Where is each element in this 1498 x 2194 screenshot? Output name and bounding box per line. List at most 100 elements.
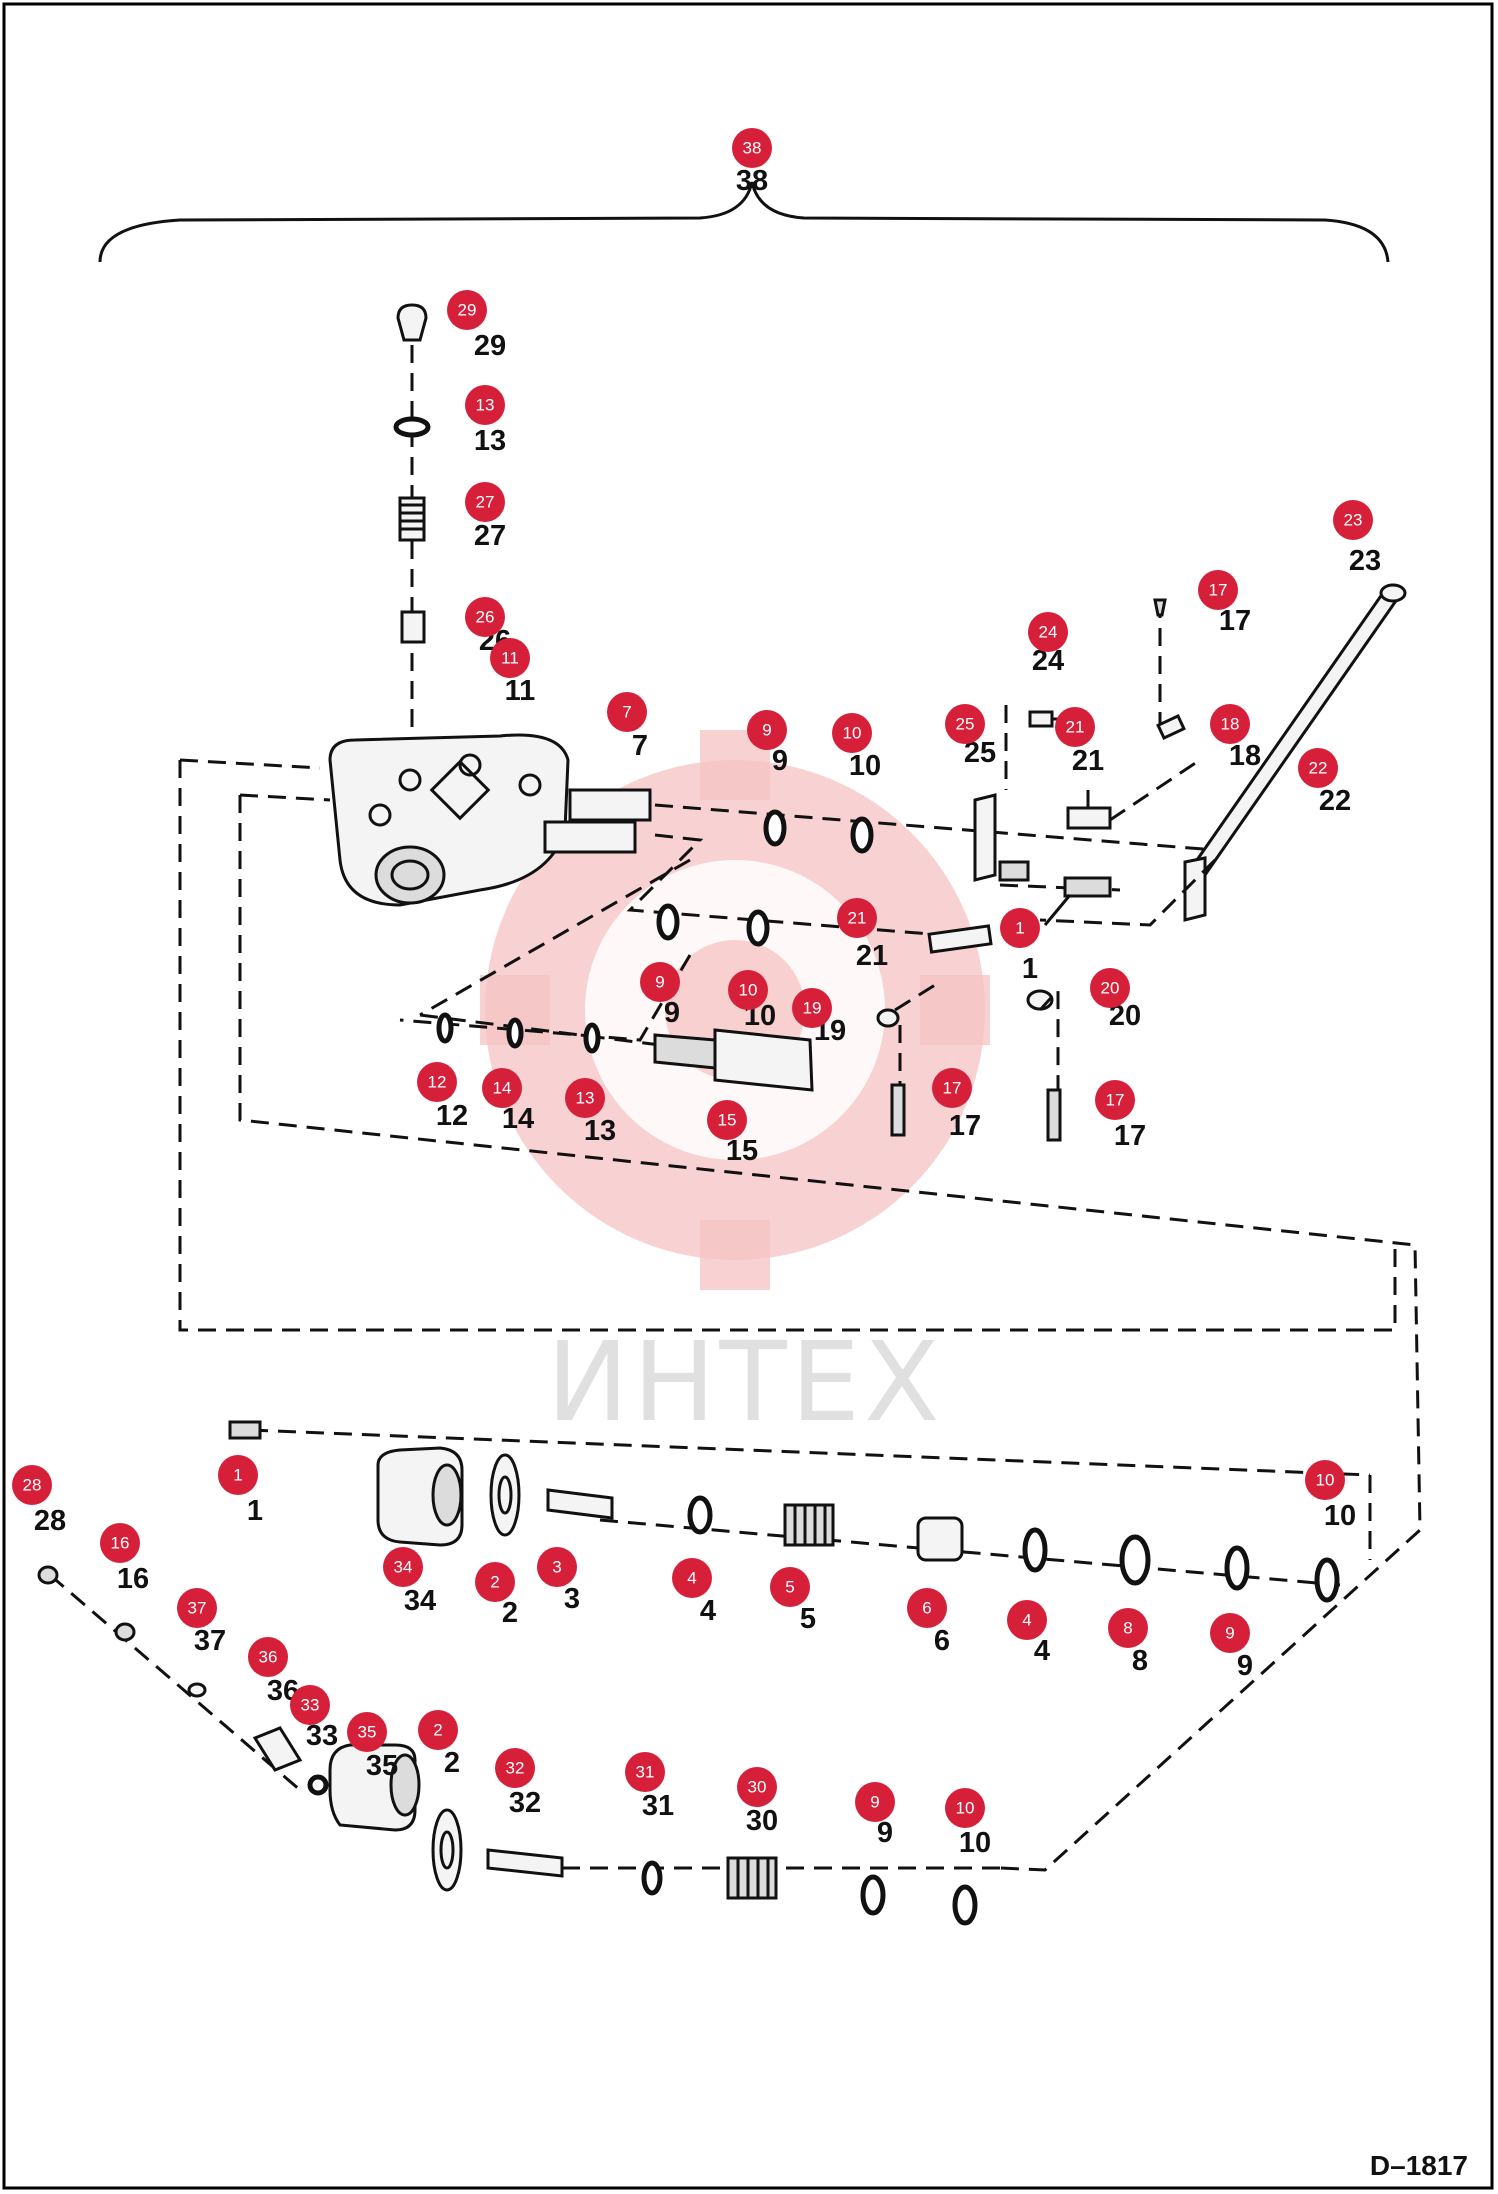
oring-9-bottom <box>860 1874 886 1916</box>
part-number-14: 14 <box>502 1103 534 1135</box>
washer-8 <box>1119 1534 1151 1586</box>
callout-badge-37[interactable]: 37 <box>177 1588 217 1628</box>
callout-badge-label: 3 <box>552 1558 561 1577</box>
callout-badge-label: 1 <box>1015 919 1024 938</box>
washer-31 <box>641 1860 663 1896</box>
callout-badge-16[interactable]: 16 <box>100 1523 140 1563</box>
callout-badge-label: 21 <box>848 909 867 928</box>
callout-badge-8[interactable]: 8 <box>1108 1608 1148 1648</box>
part-number-29: 29 <box>474 330 506 362</box>
part-number-4b: 4 <box>1034 1635 1050 1667</box>
part-number-9b: 9 <box>664 997 680 1029</box>
callout-badge-label: 28 <box>23 1476 42 1495</box>
callout-badge-label: 9 <box>1225 1624 1234 1643</box>
callout-badge-26[interactable]: 26 <box>465 597 505 637</box>
drawing-code: D–1817 <box>1370 2150 1468 2181</box>
callout-badge-label: 10 <box>1316 1471 1335 1490</box>
callout-badge-10b[interactable]: 10 <box>728 970 768 1010</box>
callout-badge-2b[interactable]: 2 <box>418 1710 458 1750</box>
callout-badge-17a[interactable]: 17 <box>1198 570 1238 610</box>
callout-badge-4a[interactable]: 4 <box>672 1558 712 1598</box>
callout-badge-label: 26 <box>476 608 495 627</box>
callout-badge-34[interactable]: 34 <box>383 1547 423 1587</box>
callout-badge-1a[interactable]: 1 <box>1000 908 1040 948</box>
spool-15-thread <box>653 1033 717 1070</box>
part-number-13b: 13 <box>584 1115 616 1147</box>
callout-badge-9a[interactable]: 9 <box>747 710 787 750</box>
callout-badge-label: 16 <box>111 1534 130 1553</box>
part-number-32: 32 <box>509 1787 541 1819</box>
callout-badge-10c[interactable]: 10 <box>1305 1460 1345 1500</box>
part-number-21b: 21 <box>856 940 888 972</box>
callout-badge-21a[interactable]: 21 <box>1055 707 1095 747</box>
callout-badge-30[interactable]: 30 <box>737 1767 777 1807</box>
callout-badge-28[interactable]: 28 <box>12 1465 52 1505</box>
connector-inner-loop <box>238 795 1422 1872</box>
callout-badge-label: 32 <box>506 1759 525 1778</box>
callout-badge-label: 18 <box>1221 715 1240 734</box>
detent-axis <box>49 1573 301 1792</box>
callout-badge-11[interactable]: 11 <box>490 638 530 678</box>
callout-badge-23[interactable]: 23 <box>1333 500 1373 540</box>
callout-badge-13b[interactable]: 13 <box>565 1078 605 1118</box>
callout-badge-12[interactable]: 12 <box>417 1062 457 1102</box>
callout-badge-25[interactable]: 25 <box>945 704 985 744</box>
callout-badge-17b[interactable]: 17 <box>932 1068 972 1108</box>
callout-badge-18[interactable]: 18 <box>1210 704 1250 744</box>
callout-badge-33[interactable]: 33 <box>290 1685 330 1725</box>
callout-badge-32[interactable]: 32 <box>495 1748 535 1788</box>
callout-badge-label: 9 <box>870 1793 879 1812</box>
callout-badge-38[interactable]: 38 <box>732 128 772 168</box>
callout-badge-13a[interactable]: 13 <box>465 385 505 425</box>
row-a-axis <box>599 1518 1341 1587</box>
callout-badge-label: 2 <box>433 1721 442 1740</box>
callout-badge-9b[interactable]: 9 <box>640 962 680 1002</box>
callout-badge-9c[interactable]: 9 <box>1210 1613 1250 1653</box>
callout-badge-27[interactable]: 27 <box>465 482 505 522</box>
callout-badge-24[interactable]: 24 <box>1028 612 1068 652</box>
callout-badge-label: 23 <box>1344 511 1363 530</box>
part-number-2a: 2 <box>502 1597 518 1629</box>
callout-badge-29[interactable]: 29 <box>447 290 487 330</box>
part-number-1b: 1 <box>247 1495 263 1527</box>
part-number-12: 12 <box>436 1100 468 1132</box>
callout-badge-35[interactable]: 35 <box>347 1712 387 1752</box>
callout-badge-19[interactable]: 19 <box>792 988 832 1028</box>
callout-badge-label: 10 <box>956 1799 975 1818</box>
callout-badge-7[interactable]: 7 <box>607 692 647 732</box>
callout-badge-label: 11 <box>501 649 519 668</box>
part-number-33: 33 <box>306 1720 338 1752</box>
callout-badge-1b[interactable]: 1 <box>218 1455 258 1495</box>
callout-badge-10a[interactable]: 10 <box>832 713 872 753</box>
part-number-1a: 1 <box>1022 953 1038 985</box>
ring-14 <box>506 1017 524 1049</box>
callout-badge-15[interactable]: 15 <box>707 1100 747 1140</box>
callout-badge-21b[interactable]: 21 <box>837 898 877 938</box>
callout-badge-3[interactable]: 3 <box>537 1547 577 1587</box>
callout-badge-22[interactable]: 22 <box>1298 748 1338 788</box>
callout-badge-10d[interactable]: 10 <box>945 1788 985 1828</box>
callout-badge-label: 10 <box>843 724 862 743</box>
callout-badge-4b[interactable]: 4 <box>1007 1600 1047 1640</box>
part-number-10d: 10 <box>959 1827 991 1859</box>
part-number-4a: 4 <box>700 1595 716 1627</box>
part-number-7: 7 <box>632 730 648 762</box>
callout-badge-14[interactable]: 14 <box>482 1068 522 1108</box>
callout-badge-31[interactable]: 31 <box>625 1752 665 1792</box>
part-number-8: 8 <box>1132 1645 1148 1677</box>
oring-9-upper <box>763 809 787 847</box>
callout-badge-9d[interactable]: 9 <box>855 1782 895 1822</box>
callout-badge-20[interactable]: 20 <box>1090 968 1130 1008</box>
callout-badge-label: 36 <box>259 1648 278 1667</box>
callout-badge-17c[interactable]: 17 <box>1095 1080 1135 1120</box>
callout-badge-36[interactable]: 36 <box>248 1637 288 1677</box>
callout-badge-5[interactable]: 5 <box>770 1567 810 1607</box>
oring-33 <box>307 1774 329 1796</box>
spool-7 <box>568 788 652 822</box>
ring-12 <box>436 1012 454 1044</box>
part-number-9d: 9 <box>877 1817 893 1849</box>
callout-badge-2a[interactable]: 2 <box>475 1562 515 1602</box>
part-number-9a: 9 <box>772 745 788 777</box>
callout-badge-6[interactable]: 6 <box>907 1588 947 1628</box>
